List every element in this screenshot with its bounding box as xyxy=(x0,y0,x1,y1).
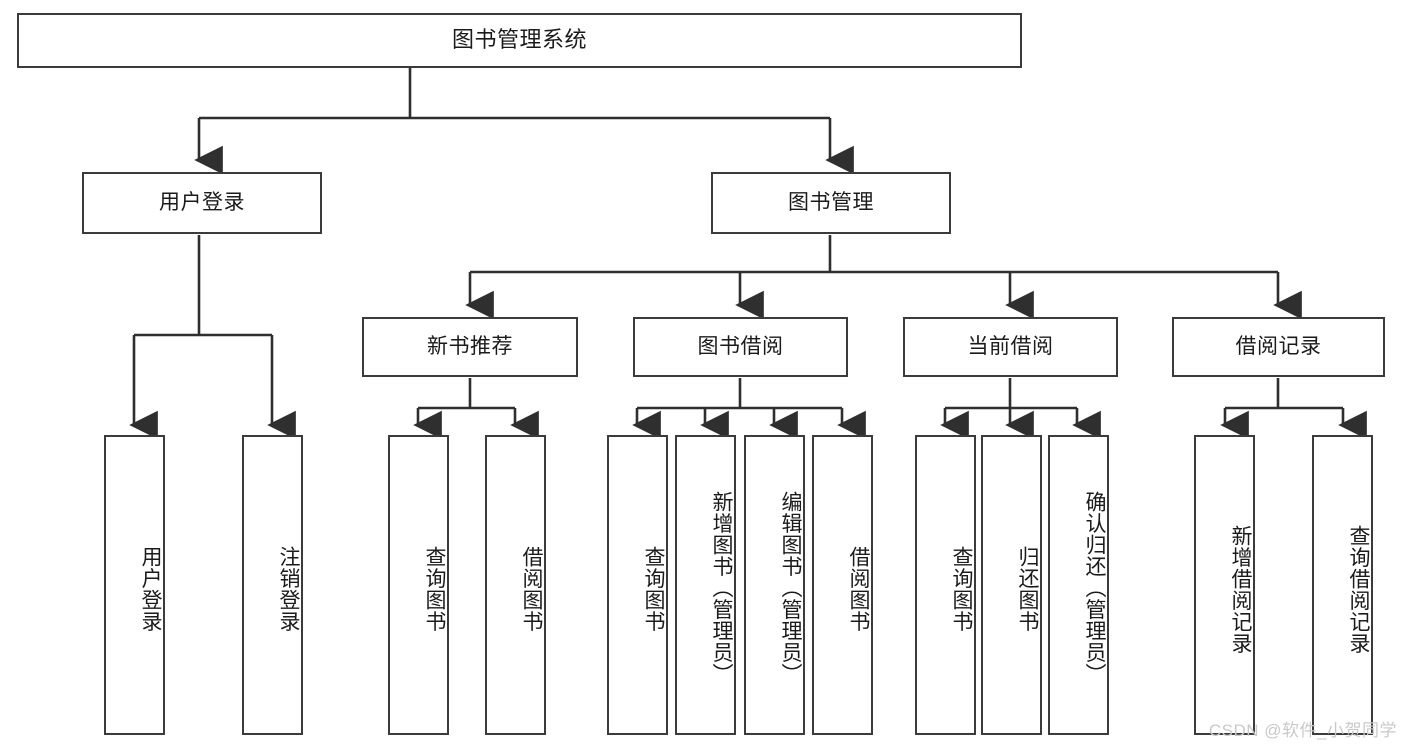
node-label: 新书推荐 xyxy=(427,335,513,359)
node-book-management[interactable]: 图书管理 xyxy=(711,172,951,234)
leaf-add-book-admin[interactable]: 新增图书（管理员） xyxy=(675,435,736,735)
leaf-borrow-book-recommend[interactable]: 借阅图书 xyxy=(485,435,546,735)
node-label: 查询图书 xyxy=(642,546,665,632)
leaf-query-book-recommend[interactable]: 查询图书 xyxy=(388,435,449,735)
node-label: 借阅图书 xyxy=(847,546,870,632)
node-label: 图书管理 xyxy=(788,191,874,215)
node-label: 新增图书（管理员） xyxy=(710,491,733,685)
leaf-query-borrow-record[interactable]: 查询借阅记录 xyxy=(1312,435,1373,735)
watermark: CSDN @软件_小贺同学 xyxy=(1208,721,1397,740)
node-root-system[interactable]: 图书管理系统 xyxy=(17,13,1022,68)
leaf-return-book[interactable]: 归还图书 xyxy=(981,435,1042,735)
node-label: 查询借阅记录 xyxy=(1347,524,1370,654)
node-label: 注销登录 xyxy=(277,546,300,632)
node-book-borrow[interactable]: 图书借阅 xyxy=(633,317,848,377)
leaf-user-login[interactable]: 用户登录 xyxy=(104,435,165,735)
node-label: 用户登录 xyxy=(159,191,245,215)
node-label: 图书管理系统 xyxy=(451,27,587,53)
node-label: 查询图书 xyxy=(423,546,446,632)
node-label: 查询图书 xyxy=(950,546,973,632)
leaf-add-borrow-record[interactable]: 新增借阅记录 xyxy=(1194,435,1255,735)
leaf-query-book-current[interactable]: 查询图书 xyxy=(915,435,976,735)
leaf-logout[interactable]: 注销登录 xyxy=(242,435,303,735)
node-label: 新增借阅记录 xyxy=(1229,524,1252,654)
node-label: 归还图书 xyxy=(1016,546,1039,632)
node-label: 用户登录 xyxy=(139,546,162,632)
node-current-borrow[interactable]: 当前借阅 xyxy=(903,317,1118,377)
node-new-book-recommend[interactable]: 新书推荐 xyxy=(362,317,578,377)
node-label: 图书借阅 xyxy=(697,335,784,359)
leaf-edit-book-admin[interactable]: 编辑图书（管理员） xyxy=(744,435,805,735)
node-user-login[interactable]: 用户登录 xyxy=(82,172,322,234)
leaf-confirm-return-admin[interactable]: 确认归还（管理员） xyxy=(1048,435,1109,735)
node-borrow-record[interactable]: 借阅记录 xyxy=(1172,317,1385,377)
leaf-query-book-borrow[interactable]: 查询图书 xyxy=(607,435,668,735)
node-label: 当前借阅 xyxy=(967,335,1054,359)
node-label: 确认归还（管理员） xyxy=(1083,491,1106,685)
node-label: 借阅记录 xyxy=(1235,335,1322,359)
node-label: 编辑图书（管理员） xyxy=(779,491,802,685)
leaf-borrow-book[interactable]: 借阅图书 xyxy=(812,435,873,735)
node-label: 借阅图书 xyxy=(520,546,543,632)
